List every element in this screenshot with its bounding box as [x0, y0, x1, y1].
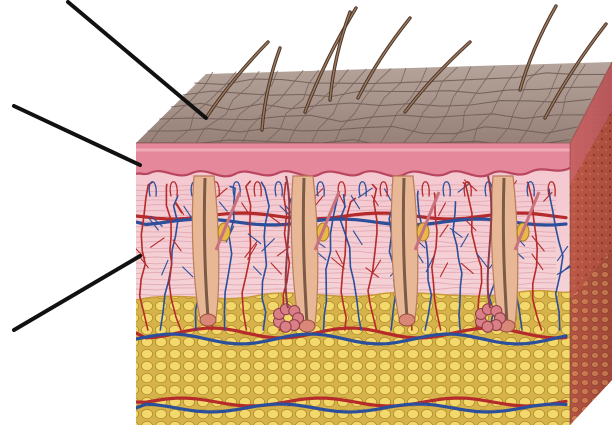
- hair-bulb: [200, 314, 216, 326]
- leader-line-middle: [14, 106, 140, 165]
- skin-surface: [136, 62, 612, 146]
- leader-line-top: [68, 2, 206, 118]
- hair-bulb: [399, 314, 415, 326]
- leader-line-bottom: [14, 256, 140, 330]
- front-face: [134, 143, 574, 425]
